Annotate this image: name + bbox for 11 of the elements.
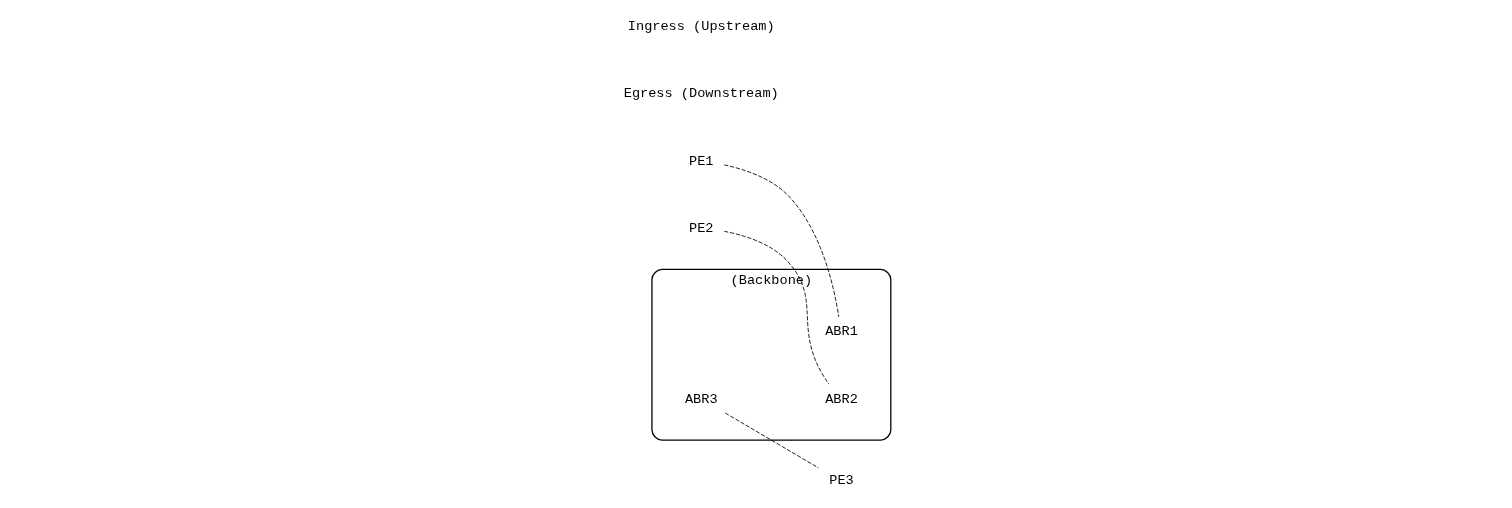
node-text: PE2 xyxy=(688,220,713,236)
node-text: PE1 xyxy=(688,153,713,169)
label: Egress (Downstream) xyxy=(623,86,779,102)
node-text: ABR3 xyxy=(684,391,718,407)
node-text: ABR2 xyxy=(824,391,858,407)
node-text: ABR1 xyxy=(824,324,858,340)
node-text: PE3 xyxy=(828,473,854,489)
label: Ingress (Upstream) xyxy=(627,19,775,35)
connector xyxy=(724,412,819,469)
connector xyxy=(723,230,829,385)
connector xyxy=(723,164,839,318)
